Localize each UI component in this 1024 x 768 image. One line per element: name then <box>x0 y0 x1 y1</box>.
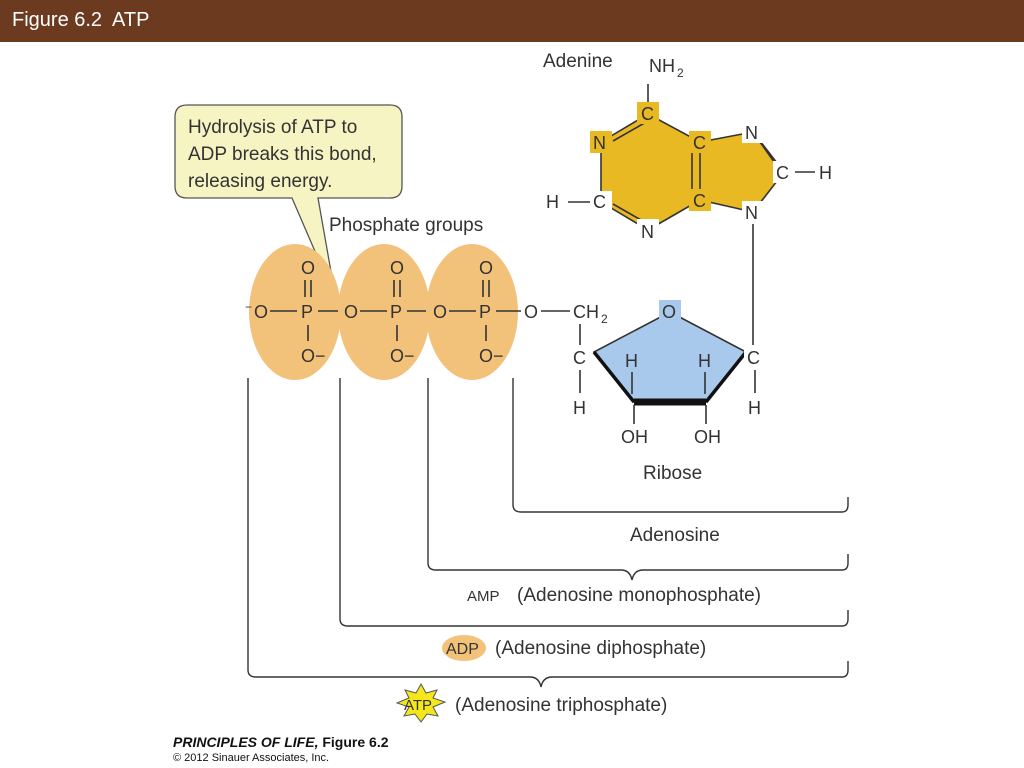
amp-badge: AMP <box>467 588 500 605</box>
atom-n: N <box>745 203 758 223</box>
phosphate-group-2: O O P O− <box>338 244 432 380</box>
atp-badge: ATP <box>404 697 432 714</box>
subscript-2: 2 <box>677 66 684 80</box>
credit-figure-number: Figure 6.2 <box>318 734 389 750</box>
atom-oh: OH <box>621 427 648 447</box>
page-title: Figure 6.2 ATP <box>12 9 150 31</box>
atom-ch: CH <box>573 302 599 322</box>
adenosine-bracket: Adenosine <box>512 378 849 546</box>
atom-o-minus: O− <box>390 346 415 366</box>
atom-c: C <box>693 191 706 211</box>
ribose-pentagon <box>592 311 748 403</box>
phosphate-group-3: O O P O− <box>426 244 521 380</box>
atom-h: H <box>698 351 711 371</box>
atom-c: C <box>593 192 606 212</box>
adp-badge-bg <box>442 635 486 661</box>
atp-bracket: ATP (Adenosine triphosphate) <box>247 378 849 723</box>
title-bar: Figure 6.2 ATP <box>0 0 1024 42</box>
hydrolysis-callout: Hydrolysis of ATP to ADP breaks this bon… <box>174 104 403 301</box>
phosphate-ellipse-1 <box>249 244 341 380</box>
atom-o: O <box>254 302 268 322</box>
phosphate-group-1: O P O− − O <box>245 244 342 380</box>
adp-bracket: ADP (Adenosine diphosphate) <box>339 378 849 661</box>
atom-o-minus: O− <box>301 346 326 366</box>
credit-book-title: PRINCIPLES OF LIFE, <box>173 734 319 750</box>
atom-p: P <box>301 302 313 322</box>
callout-line-2: ADP breaks this bond, <box>188 144 377 165</box>
atom-o-minus: O− <box>479 346 504 366</box>
atom-o: O <box>662 302 676 322</box>
credit-book: PRINCIPLES OF LIFE, Figure 6.2 <box>173 734 389 750</box>
atom-o: O <box>390 258 404 278</box>
adenine-hexagon <box>601 114 700 230</box>
amp-label: (Adenosine monophosphate) <box>517 585 761 606</box>
atp-star-icon <box>395 682 447 723</box>
phosphate-groups-label: Phosphate groups <box>329 215 483 236</box>
atom-o: O <box>524 302 538 322</box>
atom-o: O <box>301 258 315 278</box>
atom-c: C <box>641 104 654 124</box>
phosphate-ellipse-2 <box>338 244 430 380</box>
adp-label: (Adenosine diphosphate) <box>495 638 706 659</box>
atom-o: O <box>344 302 358 322</box>
atom-o: O <box>479 258 493 278</box>
atom-n: N <box>593 133 606 153</box>
atom-h: H <box>625 351 638 371</box>
atom-h: H <box>819 163 832 183</box>
atom-c: C <box>573 348 586 368</box>
atom-h: H <box>573 398 586 418</box>
adp-badge: ADP <box>446 641 479 658</box>
adenine-base: C N C C C N N C N H H NH 2 Adenine <box>543 51 832 345</box>
atom-n: N <box>745 123 758 143</box>
subscript-2: 2 <box>601 312 608 326</box>
charge-minus: − <box>245 300 252 314</box>
atom-nh: NH <box>649 56 675 76</box>
atom-o: O <box>433 302 447 322</box>
ribose-label: Ribose <box>643 463 702 484</box>
atom-n: N <box>641 222 654 242</box>
amp-bracket: AMP (Adenosine monophosphate) <box>427 378 849 606</box>
atom-oh: OH <box>694 427 721 447</box>
adenosine-label: Adenosine <box>630 525 720 546</box>
credit-copyright: © 2012 Sinauer Associates, Inc. <box>173 752 330 764</box>
atom-h: H <box>546 192 559 212</box>
atp-label: (Adenosine triphosphate) <box>455 695 667 716</box>
atom-h: H <box>748 398 761 418</box>
atom-p: P <box>390 302 402 322</box>
phosphate-ellipse-3 <box>426 244 518 380</box>
adenine-label: Adenine <box>543 51 613 72</box>
adenine-pentagon <box>700 132 784 212</box>
atom-c: C <box>747 348 760 368</box>
callout-line-3: releasing energy. <box>188 171 332 192</box>
callout-line-1: Hydrolysis of ATP to <box>188 117 357 138</box>
atom-c: C <box>693 133 706 153</box>
atom-c: C <box>776 163 789 183</box>
atom-p: P <box>479 302 491 322</box>
ribose-ring: O C C H H H H OH OH Ribose <box>569 300 766 484</box>
